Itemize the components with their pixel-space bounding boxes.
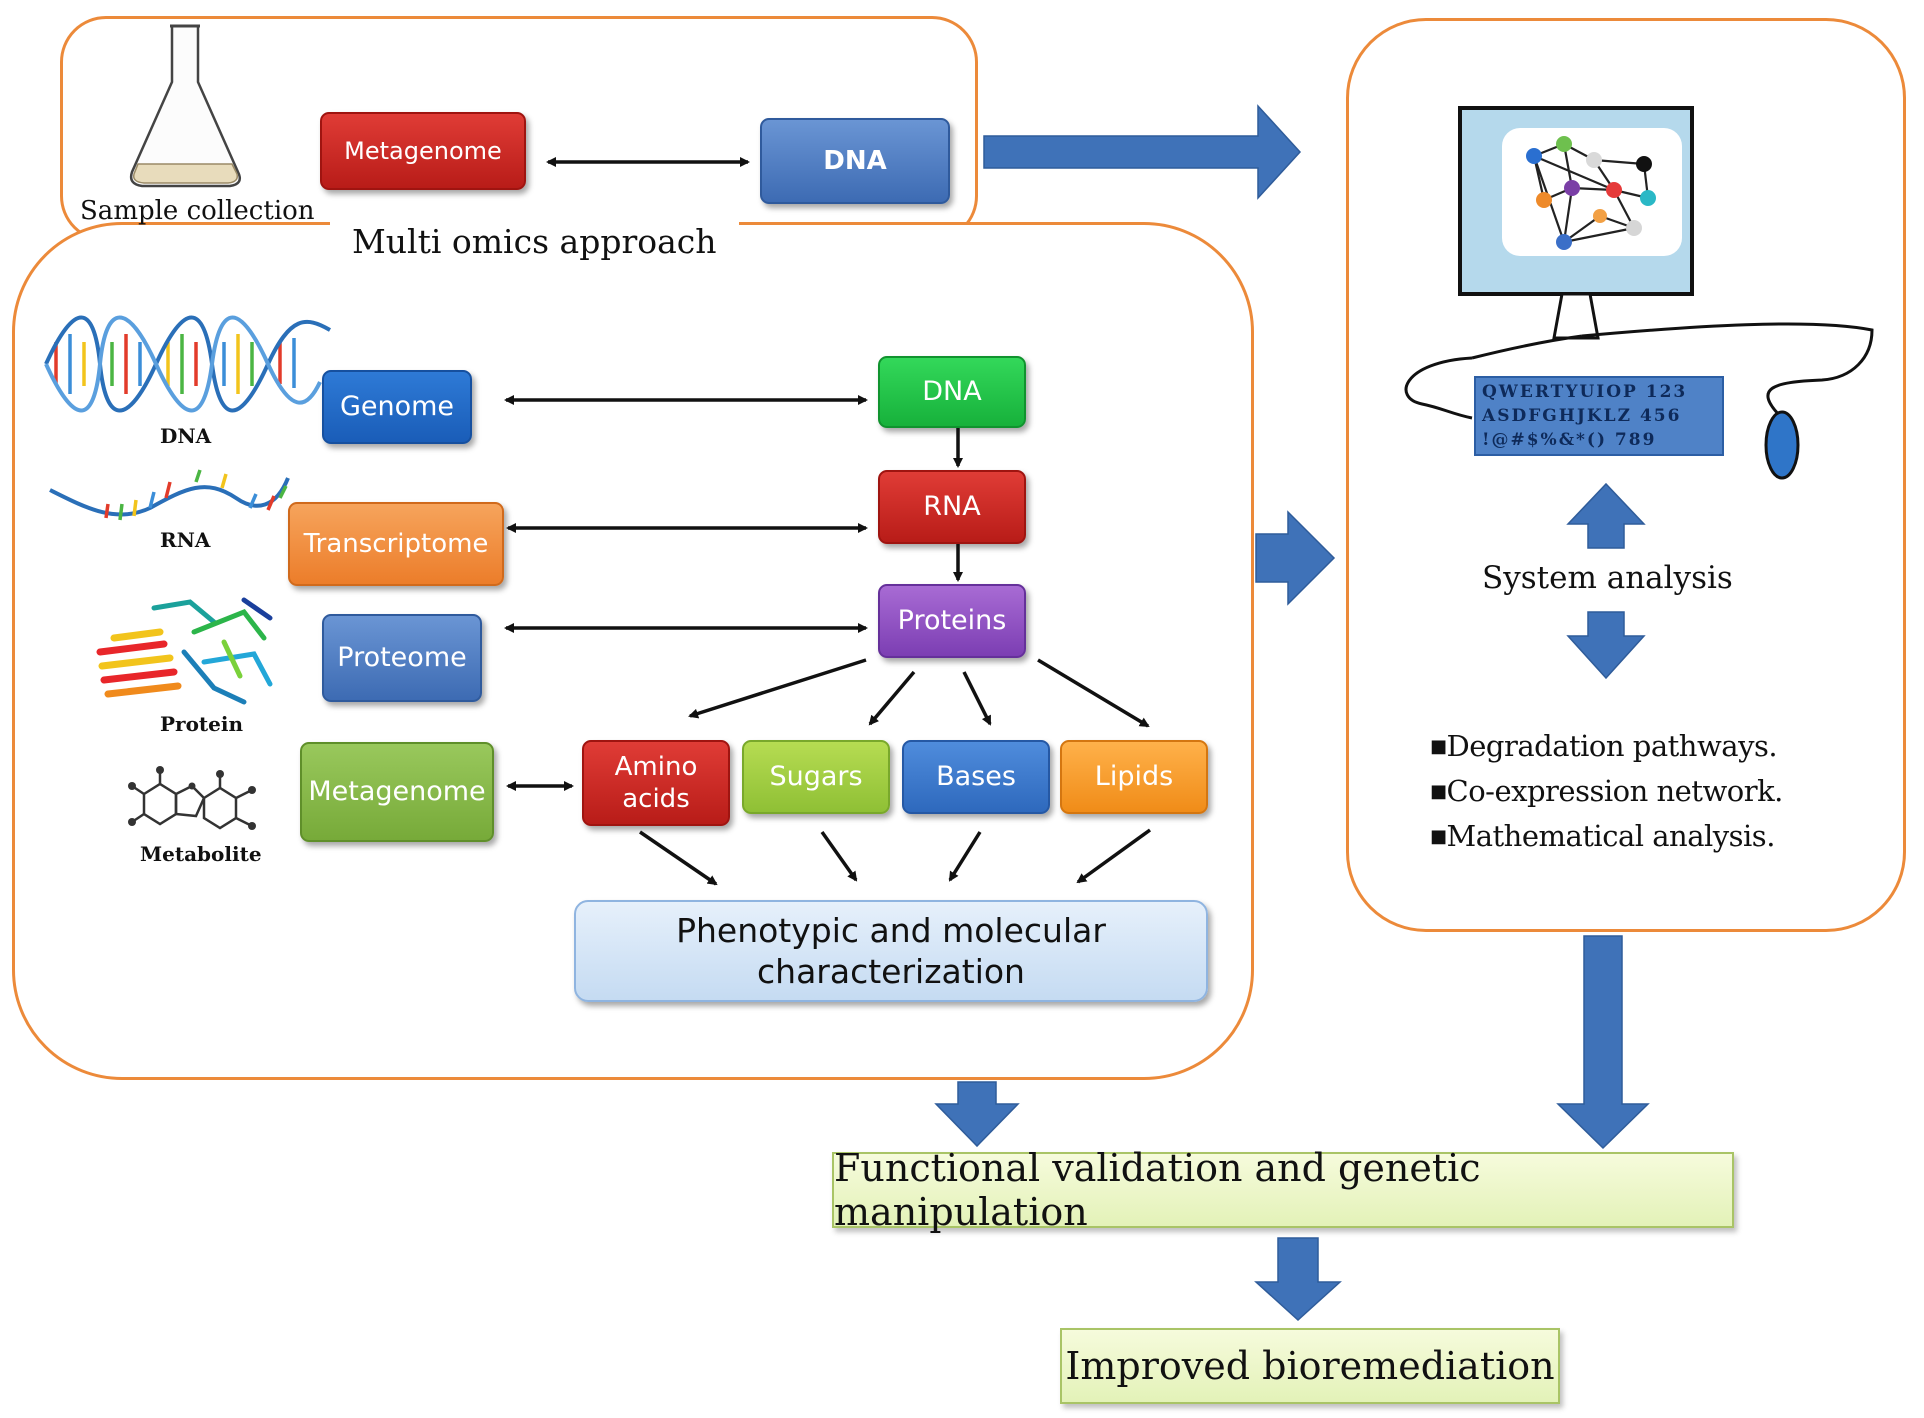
rna-strand-icon: [49, 469, 290, 521]
arrow-sugars-char: [820, 830, 858, 882]
improved-bioremediation-box: Improved bioremediation: [1060, 1328, 1560, 1404]
arrow-system-down: [1566, 611, 1646, 680]
genome-box: Genome: [322, 370, 472, 444]
metabolite-structure-icon: [128, 766, 256, 830]
transcriptome-box: Transcriptome: [288, 502, 504, 586]
arrow-top-to-system: [983, 104, 1302, 200]
bullet-text-mathematical: Mathematical analysis.: [1446, 819, 1776, 853]
protein-molecule-label: Protein: [160, 712, 244, 736]
dna-helix-icon: [44, 315, 332, 413]
arrow-omics-to-functional: [934, 1081, 1020, 1148]
mouse-icon: [1764, 410, 1800, 480]
arrow-bases-char: [948, 831, 982, 882]
mouse-cable-icon: [1404, 322, 1874, 420]
arrow-system-up: [1566, 482, 1646, 549]
metagenome-box-top: Metagenome: [320, 112, 526, 190]
dna-molecule-label: DNA: [160, 424, 212, 448]
amino-acids-line1: Amino: [614, 751, 698, 782]
arrow-functional-to-improved: [1254, 1237, 1342, 1322]
proteome-box: Proteome: [322, 614, 482, 702]
multi-omics-title: Multi omics approach: [330, 222, 739, 261]
arrow-amino-char: [639, 830, 718, 886]
lipids-box: Lipids: [1060, 740, 1208, 814]
sample-collection-label: Sample collection: [80, 196, 315, 226]
functional-validation-box: Functional validation and genetic manipu…: [832, 1146, 1734, 1234]
rna-flow-box: RNA: [878, 470, 1026, 544]
dna-flow-box: DNA: [878, 356, 1026, 428]
metabolite-molecule-label: Metabolite: [140, 842, 262, 866]
network-graph-icon: [1526, 136, 1656, 250]
keyboard: QWERTYUIOP 123 ASDFGHJKLZ 456 !@#$%&*() …: [1474, 376, 1724, 456]
keyboard-row-2: ASDFGHJKLZ 456: [1482, 406, 1682, 426]
rna-molecule-label: RNA: [160, 528, 211, 552]
dna-box-top: DNA: [760, 118, 950, 204]
flask-icon: [129, 24, 241, 188]
protein-structure-icon: [96, 597, 273, 705]
arrow-proteins-lipids: [1037, 658, 1150, 728]
amino-acids-box: Amino acids: [582, 740, 730, 826]
arrow-lipids-char: [1076, 828, 1152, 884]
arrow-system-to-functional: [1556, 935, 1650, 1150]
bullet-item: ■Co-expression network.: [1430, 774, 1784, 808]
keyboard-row-1: QWERTYUIOP 123: [1482, 382, 1688, 402]
arrow-proteins-sugars: [868, 670, 916, 726]
system-analysis-title: System analysis: [1482, 560, 1733, 596]
bases-box: Bases: [902, 740, 1050, 814]
bullet-item: ■Degradation pathways.: [1430, 729, 1778, 763]
bullet-item: ■Mathematical analysis.: [1430, 819, 1776, 853]
arrow-proteins-bases: [962, 671, 992, 726]
characterization-box: Phenotypic and molecular characterizatio…: [574, 900, 1208, 1002]
keyboard-row-3: !@#$%&*() 789: [1482, 430, 1657, 450]
metagenome-box-omics: Metagenome: [300, 742, 494, 842]
bullet-text-degradation: Degradation pathways.: [1446, 729, 1778, 763]
system-bullet-list: ■Degradation pathways. ■Co-expression ne…: [1430, 724, 1783, 859]
bullet-text-coexpression: Co-expression network.: [1446, 774, 1784, 808]
amino-acids-line2: acids: [622, 784, 690, 814]
sugars-box: Sugars: [742, 740, 890, 814]
arrow-omics-to-system: [1255, 510, 1336, 606]
proteins-flow-box: Proteins: [878, 584, 1026, 658]
arrow-proteins-amino: [688, 658, 867, 719]
